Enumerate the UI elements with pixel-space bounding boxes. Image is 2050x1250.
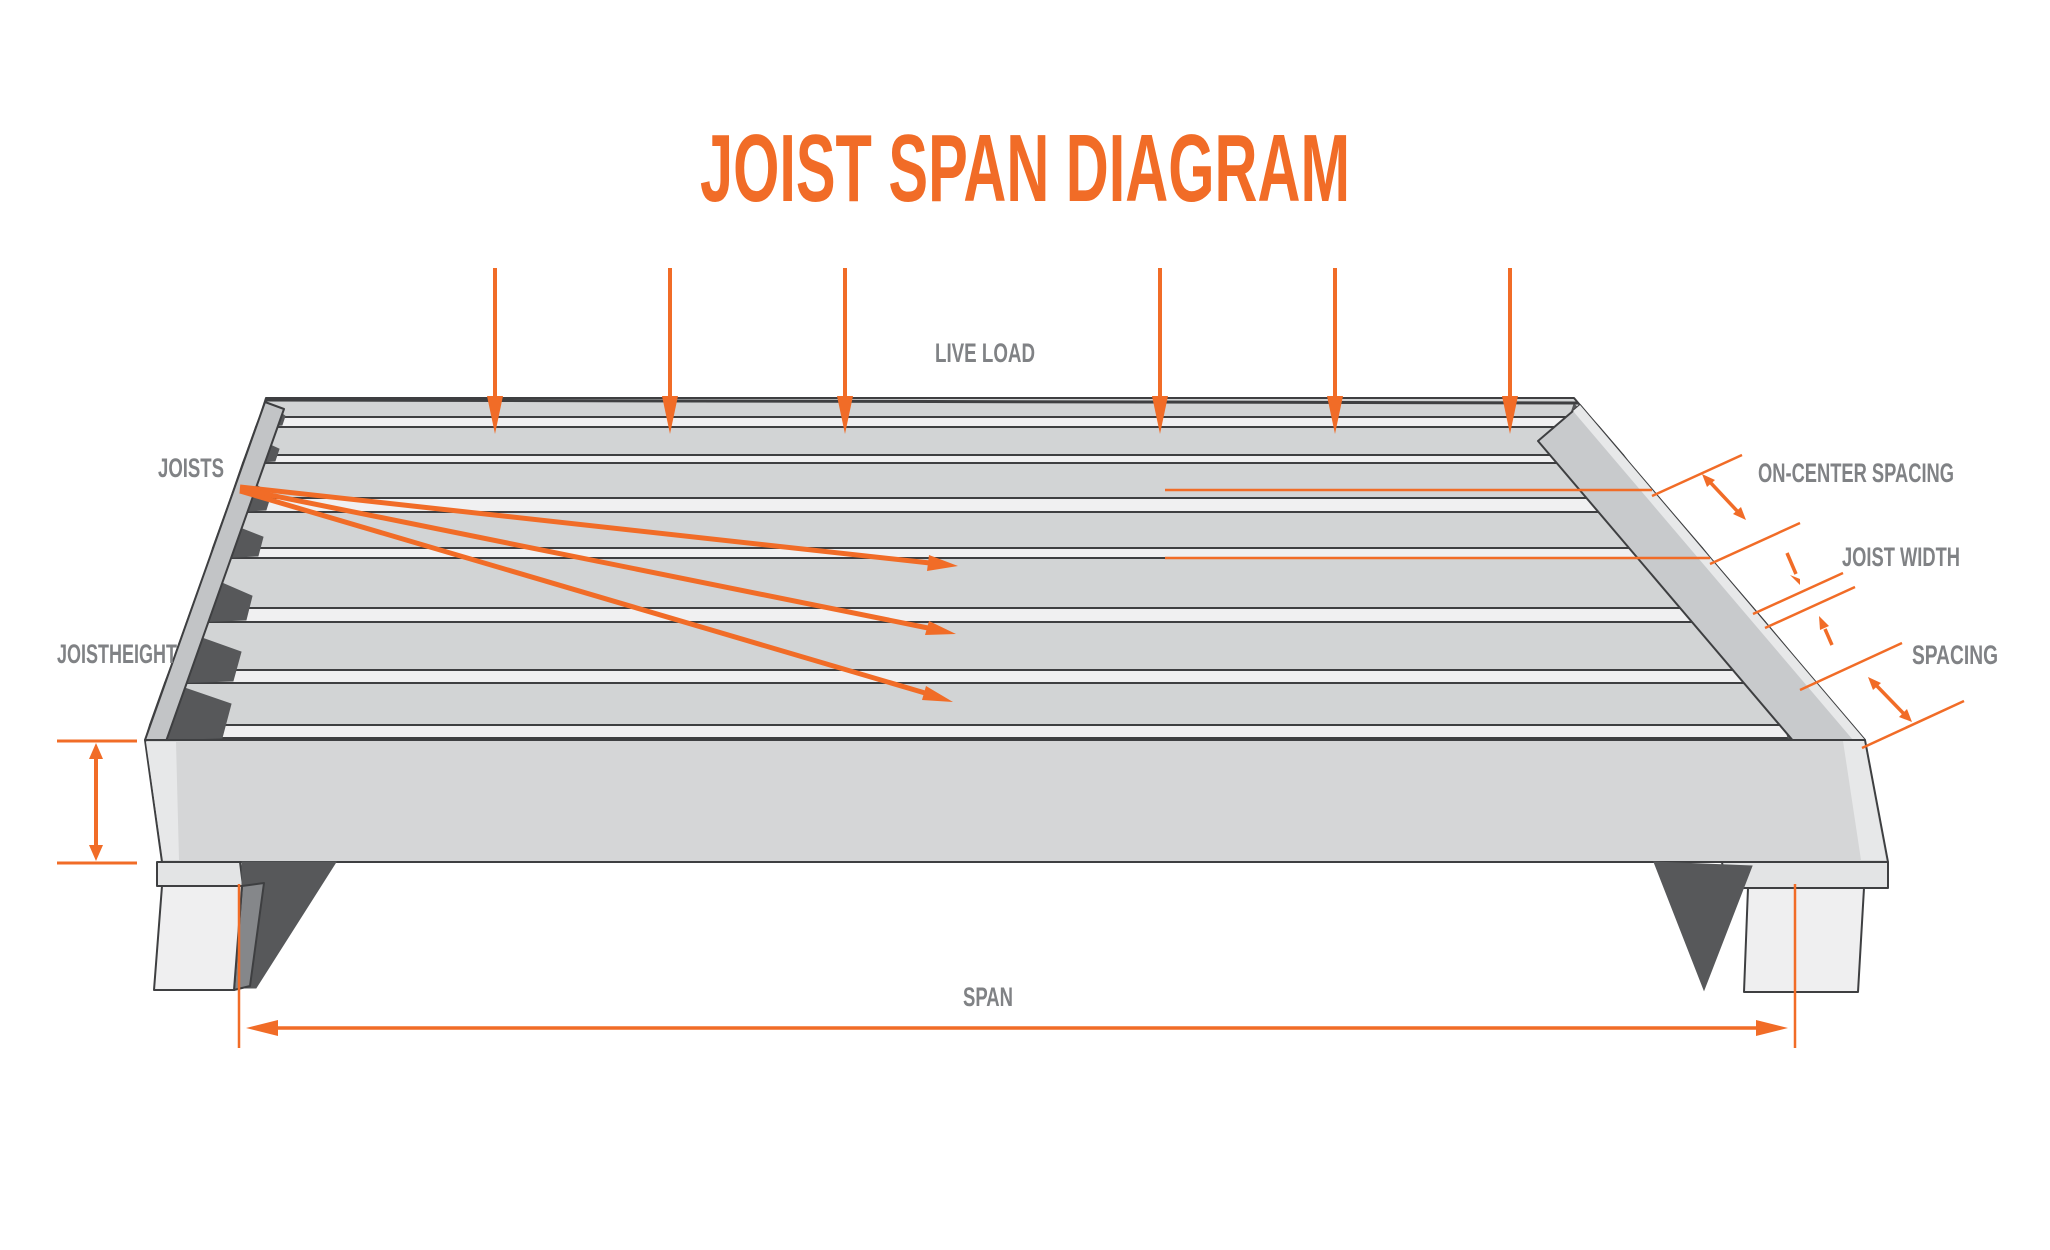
extension-line: [1752, 571, 1844, 616]
joists-annotation: JOISTS: [158, 453, 958, 702]
joist-width-annotation: JOIST WIDTH: [1752, 542, 1960, 646]
extension-line: [1764, 585, 1856, 630]
on-center-spacing-label: ON-CENTER SPACING: [1758, 458, 1954, 488]
span-annotation: SPAN: [237, 884, 1797, 1048]
live-load-arrow-icon: [1327, 268, 1343, 434]
joist-top: [149, 682, 1853, 726]
live-load-arrow-icon: [1502, 268, 1518, 434]
dimension-arrow-icon: [1702, 474, 1746, 520]
spacing-label: SPACING: [1912, 640, 1998, 670]
rim-front-corner-left: [146, 742, 179, 860]
under-deck-shadow-right: [1653, 861, 1753, 992]
dimension-arrow-icon: [246, 1020, 1788, 1036]
dimension-arrow-icon: [1868, 677, 1912, 722]
joist-height-label: JOISTHEIGHT: [57, 639, 177, 669]
back-edge: [265, 398, 1579, 405]
joist-face: [242, 454, 1630, 464]
joist-face: [164, 669, 1817, 684]
extension-line: [1861, 699, 1965, 750]
dimension-arrow-icon: [1785, 552, 1834, 646]
joists-label: JOISTS: [158, 453, 224, 483]
extension-line: [1709, 521, 1801, 566]
joist-height-annotation: JOISTHEIGHT: [57, 639, 177, 865]
post-left: [153, 885, 243, 991]
joist-pointer-arrow-icon: [239, 484, 958, 571]
on-center-spacing-annotation: ON-CENTER SPACING: [1165, 453, 1954, 566]
joist-pointer-arrow-icon: [239, 488, 953, 702]
joist-face: [145, 724, 1864, 739]
live-load-label: LIVE LOAD: [935, 338, 1035, 368]
live-load-arrows: [487, 268, 1518, 434]
joist-top: [191, 557, 1754, 609]
joist-top: [230, 462, 1660, 499]
extension-line: [1799, 641, 1903, 692]
live-load-arrow-icon: [1152, 268, 1168, 434]
live-load-arrow-icon: [837, 268, 853, 434]
joist-pointer-arrow-icon: [239, 486, 956, 635]
joist-top: [169, 621, 1806, 671]
spacing-annotation: SPACING: [1799, 640, 1998, 750]
span-label: SPAN: [963, 982, 1013, 1012]
deck-frame: [144, 397, 1889, 993]
joist-face: [255, 416, 1600, 428]
live-load-arrow-icon: [487, 268, 503, 434]
rim-front-corner-right: [1843, 741, 1886, 860]
joist-face: [186, 607, 1766, 623]
rim-front-face: [144, 739, 1889, 863]
dimension-arrow-icon: [89, 743, 103, 861]
extension-line: [1651, 453, 1743, 498]
joist-top: [245, 426, 1624, 456]
post-right: [1743, 887, 1865, 993]
joists-group: [145, 397, 1864, 739]
joist-width-label: JOIST WIDTH: [1842, 542, 1960, 572]
live-load-arrow-icon: [662, 268, 678, 434]
page-title: JOIST SPAN DIAGRAM: [700, 115, 1350, 222]
live-load-annotation: LIVE LOAD: [487, 268, 1518, 434]
beam-left-end: [156, 861, 244, 887]
